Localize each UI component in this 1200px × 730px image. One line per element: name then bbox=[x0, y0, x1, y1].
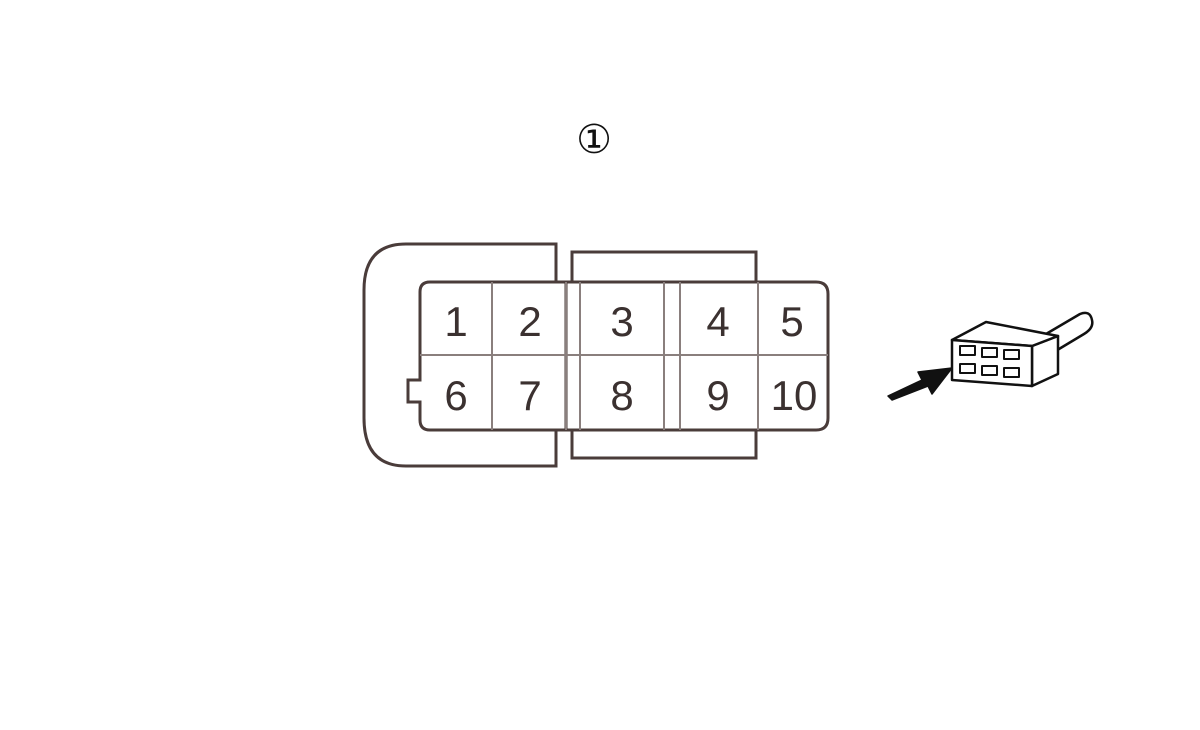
pin-frame bbox=[406, 280, 830, 432]
connector-housing-left bbox=[362, 242, 568, 468]
connector-housing-middle bbox=[570, 250, 758, 460]
pin-label-2: 2 bbox=[518, 298, 541, 345]
pin-label-10: 10 bbox=[771, 372, 818, 419]
pin-label-1: 1 bbox=[444, 298, 467, 345]
pin-labels: 1 2 3 4 5 6 7 8 9 10 bbox=[444, 298, 817, 419]
pin-grid bbox=[420, 282, 828, 430]
pin-label-6: 6 bbox=[444, 372, 467, 419]
pin-label-7: 7 bbox=[518, 372, 541, 419]
pin-label-5: 5 bbox=[780, 298, 803, 345]
callout-number: ① bbox=[576, 117, 612, 163]
connector-plug-icon bbox=[950, 311, 1094, 388]
pin-label-3: 3 bbox=[610, 298, 633, 345]
pin-label-4: 4 bbox=[706, 298, 729, 345]
pin-label-8: 8 bbox=[610, 372, 633, 419]
pin-label-9: 9 bbox=[706, 372, 729, 419]
insertion-arrow-icon bbox=[887, 367, 953, 401]
